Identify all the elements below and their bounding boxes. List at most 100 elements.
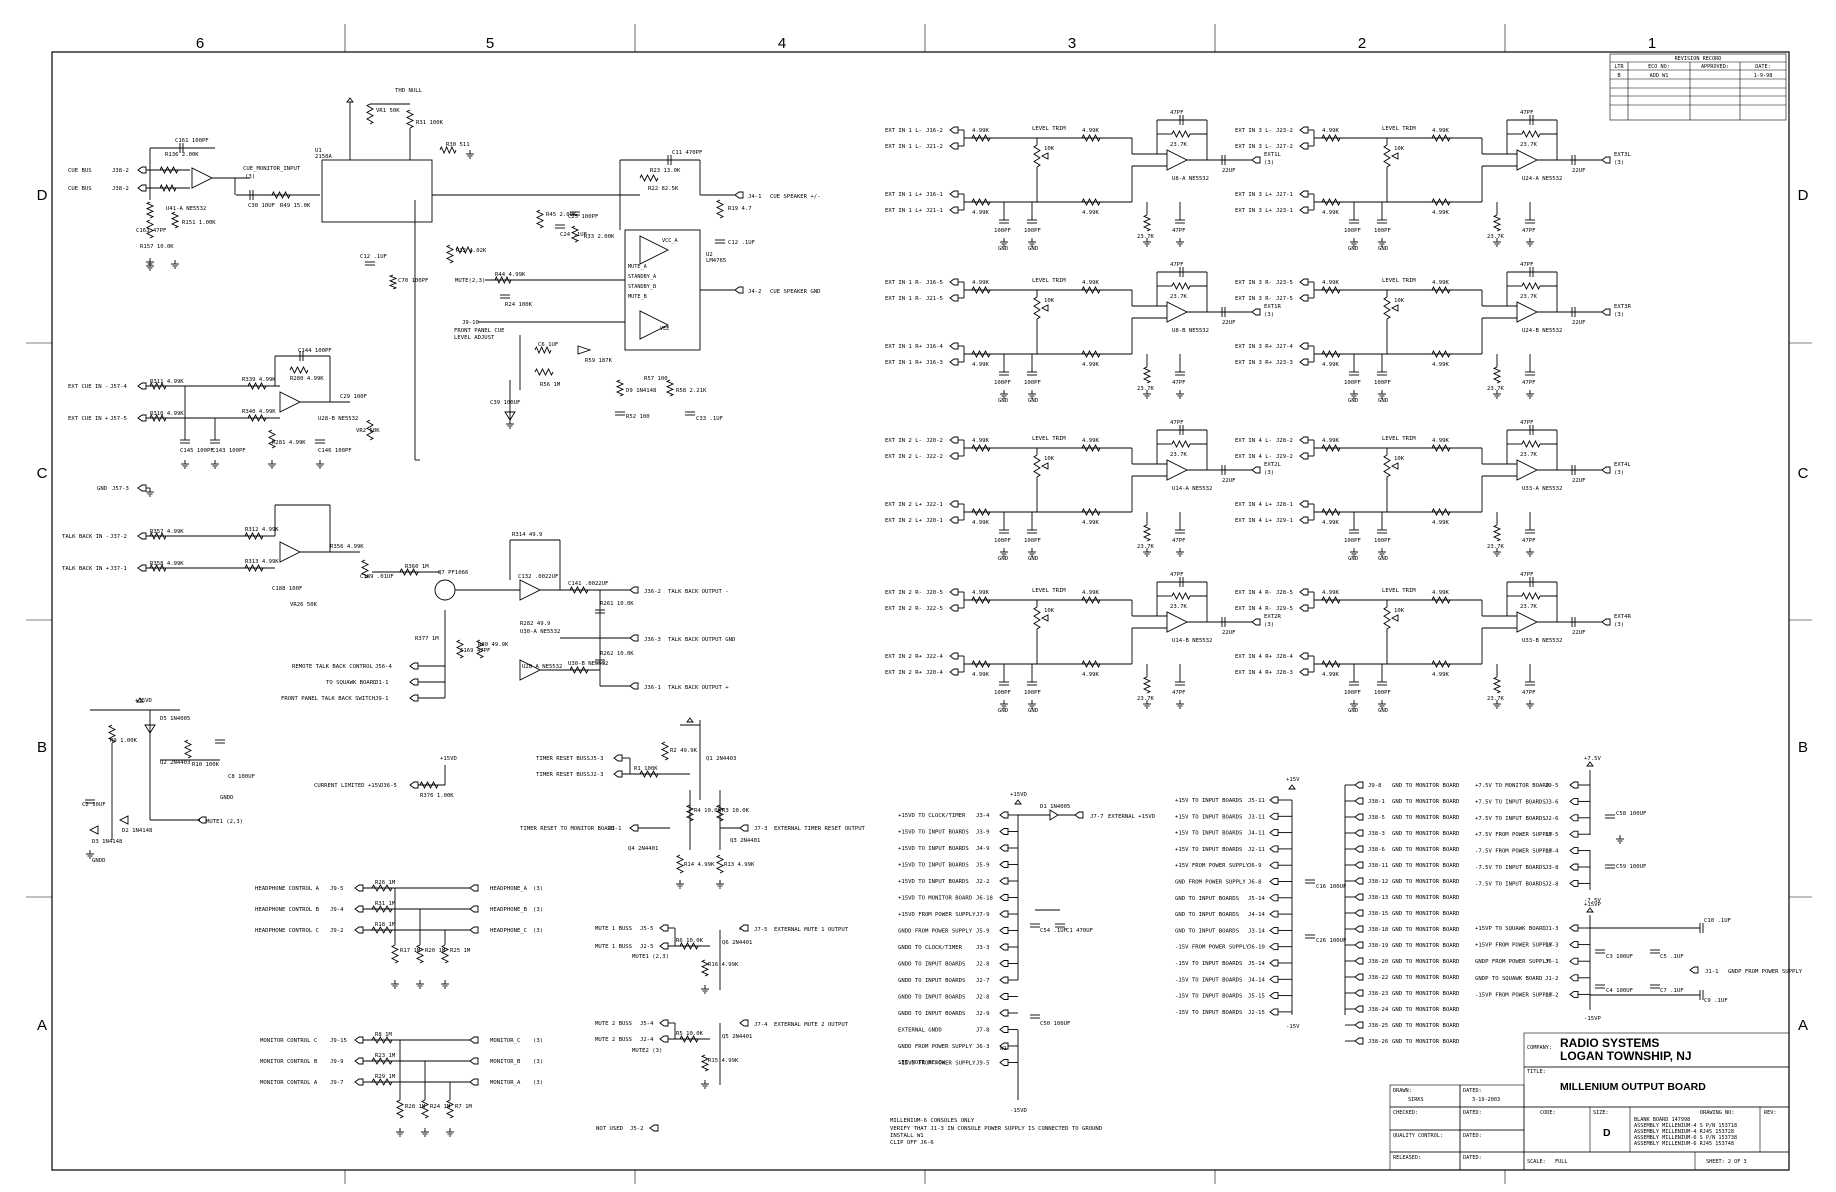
zone-label-top: 3 bbox=[1068, 35, 1076, 52]
label-text: 4.99K bbox=[972, 128, 989, 134]
connector bbox=[1269, 845, 1279, 853]
input-label: TALK BACK IN - bbox=[62, 534, 109, 540]
size-value: D bbox=[1603, 1127, 1611, 1139]
resistor bbox=[366, 419, 374, 441]
label-text: 4.99K bbox=[1322, 280, 1339, 286]
resistor bbox=[971, 595, 991, 605]
pin-label: J22-2 bbox=[926, 454, 943, 460]
power-label: GNDP FROM POWER SUPPLY bbox=[1728, 969, 1803, 975]
label-text: 4.99K bbox=[1082, 438, 1099, 444]
input-label: MUTE 2 BUSS bbox=[595, 1037, 632, 1043]
ext-input-label: EXT IN 4 R- bbox=[1235, 606, 1272, 612]
rev-label: REV: bbox=[1764, 1110, 1777, 1116]
resistor bbox=[1383, 144, 1391, 168]
trim-wiper bbox=[1040, 152, 1049, 160]
drawn-by: SIRKS bbox=[1408, 1097, 1424, 1103]
connector bbox=[999, 1026, 1009, 1033]
resistor bbox=[149, 413, 167, 423]
resistor bbox=[271, 190, 291, 200]
trim-wiper bbox=[1390, 304, 1399, 312]
resistor bbox=[1081, 133, 1101, 143]
label-text: R357 4.99K bbox=[150, 529, 184, 535]
label-text: GND bbox=[1378, 708, 1389, 714]
resistor bbox=[1431, 443, 1451, 453]
resistor bbox=[247, 413, 267, 423]
pin-label: J21-1 bbox=[926, 208, 943, 214]
pin-label: J23-5 bbox=[1276, 280, 1293, 286]
zone-label-right: C bbox=[1798, 465, 1809, 482]
connector bbox=[613, 770, 623, 778]
resistor bbox=[455, 639, 465, 659]
label-text: C9 .1UF bbox=[1704, 998, 1728, 1004]
label-text: 22UF bbox=[1572, 168, 1586, 174]
pin-label: J23-3 bbox=[1276, 360, 1293, 366]
connector bbox=[1354, 909, 1364, 917]
label-text: GND bbox=[998, 556, 1009, 562]
pin-label: J9-2 bbox=[330, 928, 343, 934]
connector bbox=[949, 278, 959, 286]
level-trim-label: LEVEL TRIM bbox=[1382, 278, 1416, 284]
net-label: CUE_MONITOR_INPUT bbox=[243, 166, 301, 172]
label-text: R313 4.99K bbox=[245, 559, 279, 565]
ext-input-label: EXT IN 1 L- bbox=[885, 144, 922, 150]
pin-label: J2-15 bbox=[1248, 1010, 1265, 1016]
resistor bbox=[371, 926, 393, 934]
pin-label: J5-5 bbox=[640, 926, 653, 932]
pin-label: J3-3 bbox=[976, 945, 989, 951]
resistor bbox=[371, 1036, 393, 1044]
trim-value: 10K bbox=[1394, 608, 1405, 614]
label-text: R23 1M bbox=[375, 1053, 396, 1059]
ext-input-label: EXT IN 3 R- bbox=[1235, 280, 1272, 286]
connector bbox=[734, 286, 744, 294]
power-label: GNDD FROM POWER SUPPLY bbox=[898, 929, 973, 935]
connector bbox=[949, 516, 959, 524]
label-text: 100PF bbox=[1374, 538, 1391, 544]
supply-arrow bbox=[1014, 799, 1022, 805]
power-label: GNDD TO INPUT BOARDS bbox=[898, 1011, 965, 1017]
label-text: C29 100F bbox=[340, 394, 368, 400]
zone-label-left: A bbox=[37, 1017, 47, 1034]
label-text: C39 100UF bbox=[490, 400, 521, 406]
pin-label: J3-11 bbox=[1248, 814, 1265, 820]
resistor bbox=[399, 567, 419, 577]
net-label: HEADPHONE_A bbox=[490, 886, 528, 892]
pin-label: J9-5 bbox=[1545, 783, 1558, 789]
output-label: TALK BACK OUTPUT - bbox=[668, 589, 729, 595]
net-ref: (3) bbox=[1614, 312, 1624, 318]
resistor bbox=[360, 559, 370, 579]
connector bbox=[999, 993, 1009, 1000]
label-text: 47PF bbox=[1520, 262, 1534, 268]
resistor bbox=[1521, 591, 1541, 601]
pin-label: J6-3 bbox=[976, 1044, 989, 1050]
pin-label: J29-2 bbox=[1276, 454, 1293, 460]
connector bbox=[1569, 941, 1579, 949]
label-text: C5 .1UF bbox=[1660, 954, 1684, 960]
label-text: 23.7K bbox=[1137, 234, 1154, 240]
dated-label: DATED: bbox=[1463, 1088, 1482, 1094]
resistor bbox=[1171, 591, 1191, 601]
part-value: LM4765 bbox=[706, 258, 726, 264]
label-text: 47PF bbox=[1170, 262, 1184, 268]
fet-q7 bbox=[434, 579, 456, 601]
label-text: 4.99K bbox=[1322, 210, 1339, 216]
pin-label: J2-8 bbox=[976, 962, 990, 968]
pin-label: J9-1 bbox=[375, 696, 388, 702]
resistor bbox=[569, 585, 589, 595]
resistor bbox=[971, 507, 991, 517]
connector bbox=[999, 943, 1009, 951]
label-text: R24 1M bbox=[430, 1104, 451, 1110]
resistor bbox=[971, 443, 991, 453]
label-text: GND bbox=[1028, 556, 1039, 562]
connector bbox=[1569, 814, 1579, 822]
input-label: EXT CUE IN + bbox=[68, 416, 109, 422]
resistor bbox=[1383, 454, 1391, 478]
label-text: C8 100UF bbox=[228, 774, 256, 780]
resistor bbox=[1431, 595, 1451, 605]
label-text: C132 .0022UF bbox=[518, 574, 559, 580]
resistor bbox=[715, 854, 725, 874]
pin-label: J28-2 bbox=[1276, 438, 1293, 444]
resistor bbox=[1081, 197, 1101, 207]
label-text: R24 100K bbox=[505, 302, 533, 308]
resistor bbox=[1321, 659, 1341, 669]
label-text: C24 .1UF bbox=[560, 232, 588, 238]
